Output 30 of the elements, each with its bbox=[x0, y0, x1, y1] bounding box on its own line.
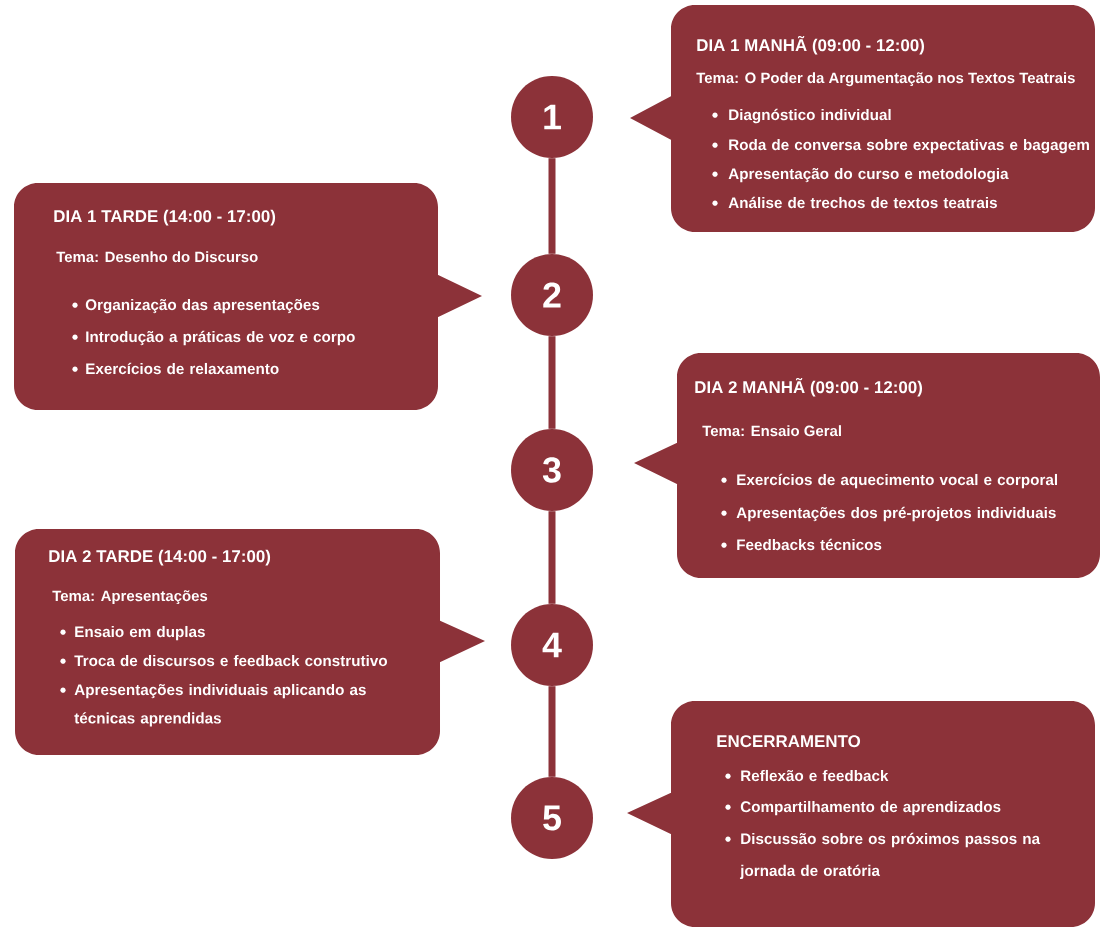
list-item: Discussão sobre os próximos passos na jornada de oratória bbox=[739, 832, 1041, 880]
list-item: Introdução a práticas de voz e corpo bbox=[86, 330, 355, 346]
topic-text: Tema: Ensaio Geral bbox=[702, 425, 841, 437]
heading: DIA 1 TARDE (14:00 - 17:00) bbox=[54, 209, 276, 226]
speech-bubble bbox=[634, 353, 1100, 578]
speech-bubble bbox=[630, 5, 1095, 232]
topic-text: Tema: O Poder da Argumentação nos Textos Teatrais bbox=[696, 72, 1075, 87]
topic-text: Tema: Apresentações bbox=[52, 590, 208, 605]
list-item: Troca de discursos e feedback construtivo bbox=[74, 654, 387, 667]
heading: ENCERRAMENTO bbox=[717, 735, 861, 748]
list-item: Exercícios de relaxamento bbox=[86, 362, 279, 375]
speech-bubble bbox=[15, 529, 485, 755]
list-item: Apresentações individuais aplicando as técnicas aprendidas bbox=[74, 683, 366, 727]
list-item: Análise de trechos de textos teatrais bbox=[728, 196, 997, 209]
list-item: Apresentação do curso e metodologia bbox=[728, 167, 1009, 183]
list-item: Apresentações dos pré-projetos individuais bbox=[736, 506, 1056, 522]
heading: DIA 2 TARDE (14:00 - 17:00) bbox=[49, 549, 271, 566]
list-item: Roda de conversa sobre expectativas e bagagem bbox=[729, 138, 1089, 154]
topic-text: Tema: Desenho do Discurso bbox=[56, 251, 258, 263]
list-item: Exercícios de aquecimento vocal e corporal bbox=[737, 473, 1057, 489]
speech-bubble bbox=[627, 701, 1095, 927]
list-item: Reflexão e feedback bbox=[741, 769, 889, 782]
speech-bubble bbox=[14, 183, 482, 410]
list-item: Feedbacks técnicos bbox=[737, 538, 882, 551]
heading: DIA 2 MANHÃ (09:00 - 12:00) bbox=[695, 377, 922, 397]
list-item: Organização das apresentações bbox=[85, 298, 320, 314]
heading: DIA 1 MANHÃ (09:00 - 12:00) bbox=[697, 35, 924, 55]
list-item: Ensaio em duplas bbox=[75, 625, 205, 641]
list-item: Compartilhamento de aprendizados bbox=[740, 800, 1001, 816]
list-item: Diagnóstico individual bbox=[729, 108, 891, 124]
